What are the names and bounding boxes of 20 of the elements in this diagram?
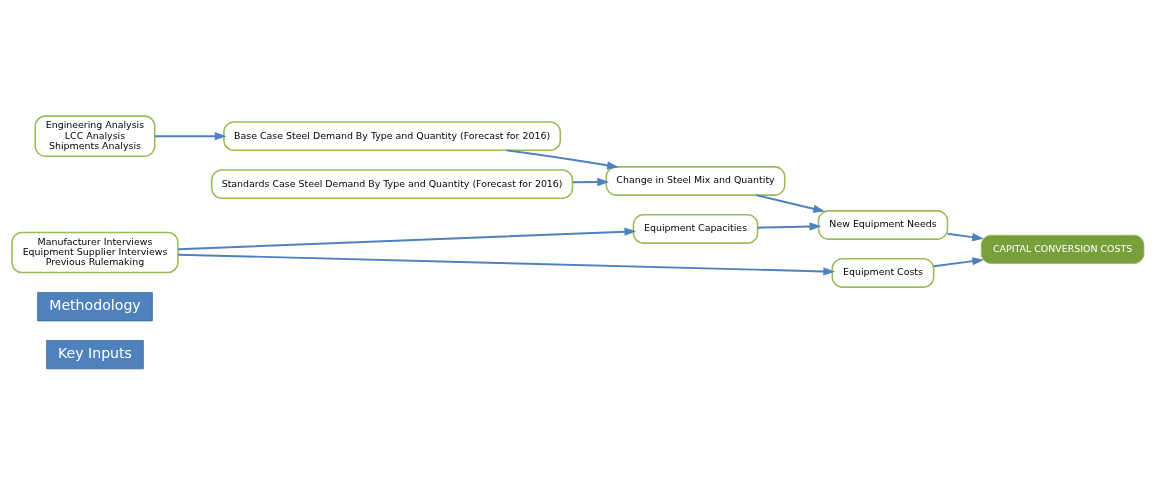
node-box: Manufacturer Interviews Equipment Supplier Interviews Previous Rulemaking [11,231,179,274]
node-box: Equipment Capacities [632,214,759,244]
arrow [177,227,637,251]
arrow [571,177,610,187]
node-box: Standards Case Steel Demand By Type and Quantity (Forecast for 2016) [210,169,574,200]
node-box: Engineering Analysis LCC Analysis Shipments Analysis [34,115,156,157]
arrow [932,257,985,268]
node-box: CAPITAL CONVERSION COSTS [980,234,1145,264]
node-box: New Equipment Needs [817,210,949,240]
node-box: Base Case Steel Demand By Type and Quantity (Forecast for 2016) [223,121,562,152]
arrow [946,232,985,242]
node-box: Key Inputs [46,340,144,370]
node-box: Equipment Costs [831,258,935,288]
arrow [153,132,227,141]
node-box: Change in Steel Mix and Quantity [605,166,786,196]
arrow [756,222,822,231]
arrow [505,149,619,170]
arrow [755,194,826,213]
node-box: Methodology [37,292,153,322]
arrow [177,253,836,276]
